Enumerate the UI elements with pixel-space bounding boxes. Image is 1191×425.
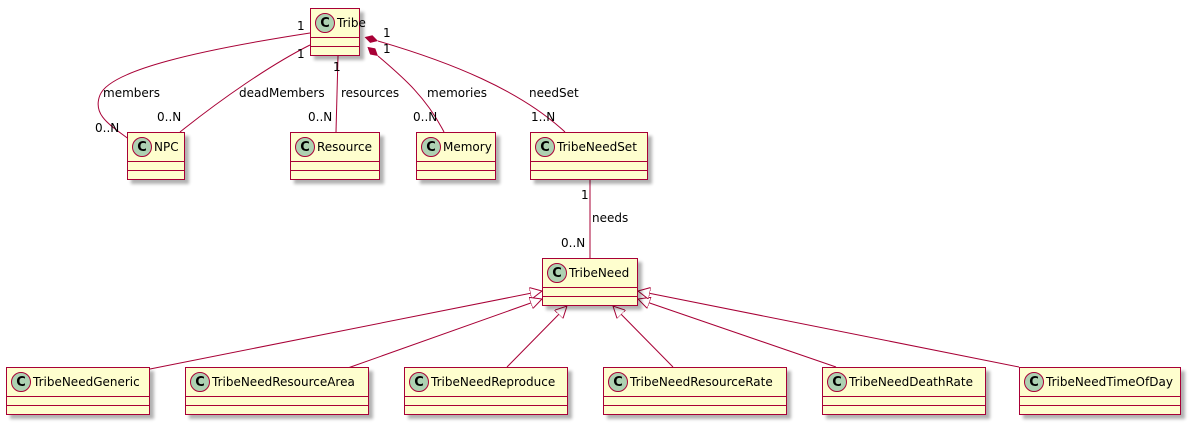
class-icon: C bbox=[315, 13, 335, 33]
mult-deadMembers-from: 1 bbox=[297, 47, 305, 61]
methods-section bbox=[186, 405, 368, 414]
methods-section bbox=[405, 405, 567, 414]
attributes-section bbox=[604, 396, 786, 405]
class-icon: C bbox=[535, 137, 555, 157]
edge-gen-resourcearea bbox=[344, 299, 542, 370]
attributes-section bbox=[186, 396, 368, 405]
role-label-deadMembers: deadMembers bbox=[239, 86, 325, 100]
mult-memories-to: 0..N bbox=[413, 110, 438, 124]
methods-section bbox=[543, 296, 637, 305]
edge-gen-deathrate bbox=[638, 299, 837, 368]
edge-needSet bbox=[364, 35, 566, 133]
class-icon: C bbox=[547, 263, 567, 283]
methods-section bbox=[1020, 405, 1180, 414]
mult-needs-to: 0..N bbox=[561, 236, 586, 250]
attributes-section bbox=[1020, 396, 1180, 405]
methods-section bbox=[7, 405, 149, 414]
attributes-section bbox=[311, 37, 359, 46]
class-name: Resource bbox=[317, 140, 373, 154]
class-icon: C bbox=[132, 137, 152, 157]
attributes-section bbox=[7, 396, 149, 405]
class-name: TribeNeedGeneric bbox=[33, 375, 140, 389]
methods-section bbox=[128, 170, 184, 179]
role-label-resources: resources bbox=[341, 86, 400, 100]
methods-section bbox=[604, 405, 786, 414]
attributes-section bbox=[405, 396, 567, 405]
edge-memories bbox=[367, 46, 445, 133]
class-name: TribeNeedReproduce bbox=[431, 375, 556, 389]
role-label-needs: needs bbox=[592, 211, 629, 225]
role-label-members: members bbox=[103, 86, 160, 100]
methods-section bbox=[311, 46, 359, 55]
edge-gen-generic bbox=[149, 291, 542, 370]
class-icon: C bbox=[421, 137, 441, 157]
class-icon: C bbox=[295, 137, 315, 157]
edge-resources bbox=[334, 42, 343, 133]
edge-gen-reproduce bbox=[506, 306, 567, 368]
methods-section bbox=[531, 170, 647, 179]
class-name: TribeNeedDeathRate bbox=[849, 375, 973, 389]
attributes-section bbox=[128, 161, 184, 170]
attributes-section bbox=[543, 287, 637, 296]
role-label-memories: memories bbox=[427, 86, 488, 100]
edge-members bbox=[97, 27, 324, 141]
class-icon: C bbox=[1024, 372, 1044, 392]
class-icon: C bbox=[409, 372, 429, 392]
mult-needSet-to: 1..N bbox=[531, 110, 556, 124]
class-name: TribeNeed bbox=[569, 266, 630, 280]
methods-section bbox=[823, 405, 985, 414]
edge-gen-resourcerate bbox=[613, 306, 674, 368]
class-name: TribeNeedSet bbox=[557, 140, 637, 154]
mult-needs-from: 1 bbox=[581, 188, 589, 202]
edge-deadMembers bbox=[179, 38, 323, 133]
attributes-section bbox=[531, 161, 647, 170]
mult-memories-from: 1 bbox=[383, 42, 391, 56]
mult-members-to: 0..N bbox=[95, 121, 120, 135]
mult-resources-from: 1 bbox=[333, 60, 341, 74]
class-name: TribeNeedTimeOfDay bbox=[1046, 375, 1173, 389]
class-name: Tribe bbox=[337, 16, 366, 30]
attributes-section bbox=[823, 396, 985, 405]
attributes-section bbox=[417, 161, 495, 170]
class-icon: C bbox=[11, 372, 31, 392]
edge-gen-timeofday bbox=[638, 291, 1020, 368]
class-name: NPC bbox=[154, 140, 179, 154]
class-icon: C bbox=[190, 372, 210, 392]
class-name: TribeNeedResourceArea bbox=[212, 375, 355, 389]
methods-section bbox=[417, 170, 495, 179]
class-icon: C bbox=[827, 372, 847, 392]
role-label-needSet: needSet bbox=[529, 86, 579, 100]
mult-deadMembers-to: 0..N bbox=[157, 110, 182, 124]
mult-members-from: 1 bbox=[297, 19, 305, 33]
mult-needSet-from: 1 bbox=[383, 26, 391, 40]
class-icon: C bbox=[608, 372, 628, 392]
class-name: Memory bbox=[443, 140, 492, 154]
mult-resources-to: 0..N bbox=[308, 110, 333, 124]
class-name: TribeNeedResourceRate bbox=[630, 375, 773, 389]
attributes-section bbox=[291, 161, 379, 170]
methods-section bbox=[291, 170, 379, 179]
